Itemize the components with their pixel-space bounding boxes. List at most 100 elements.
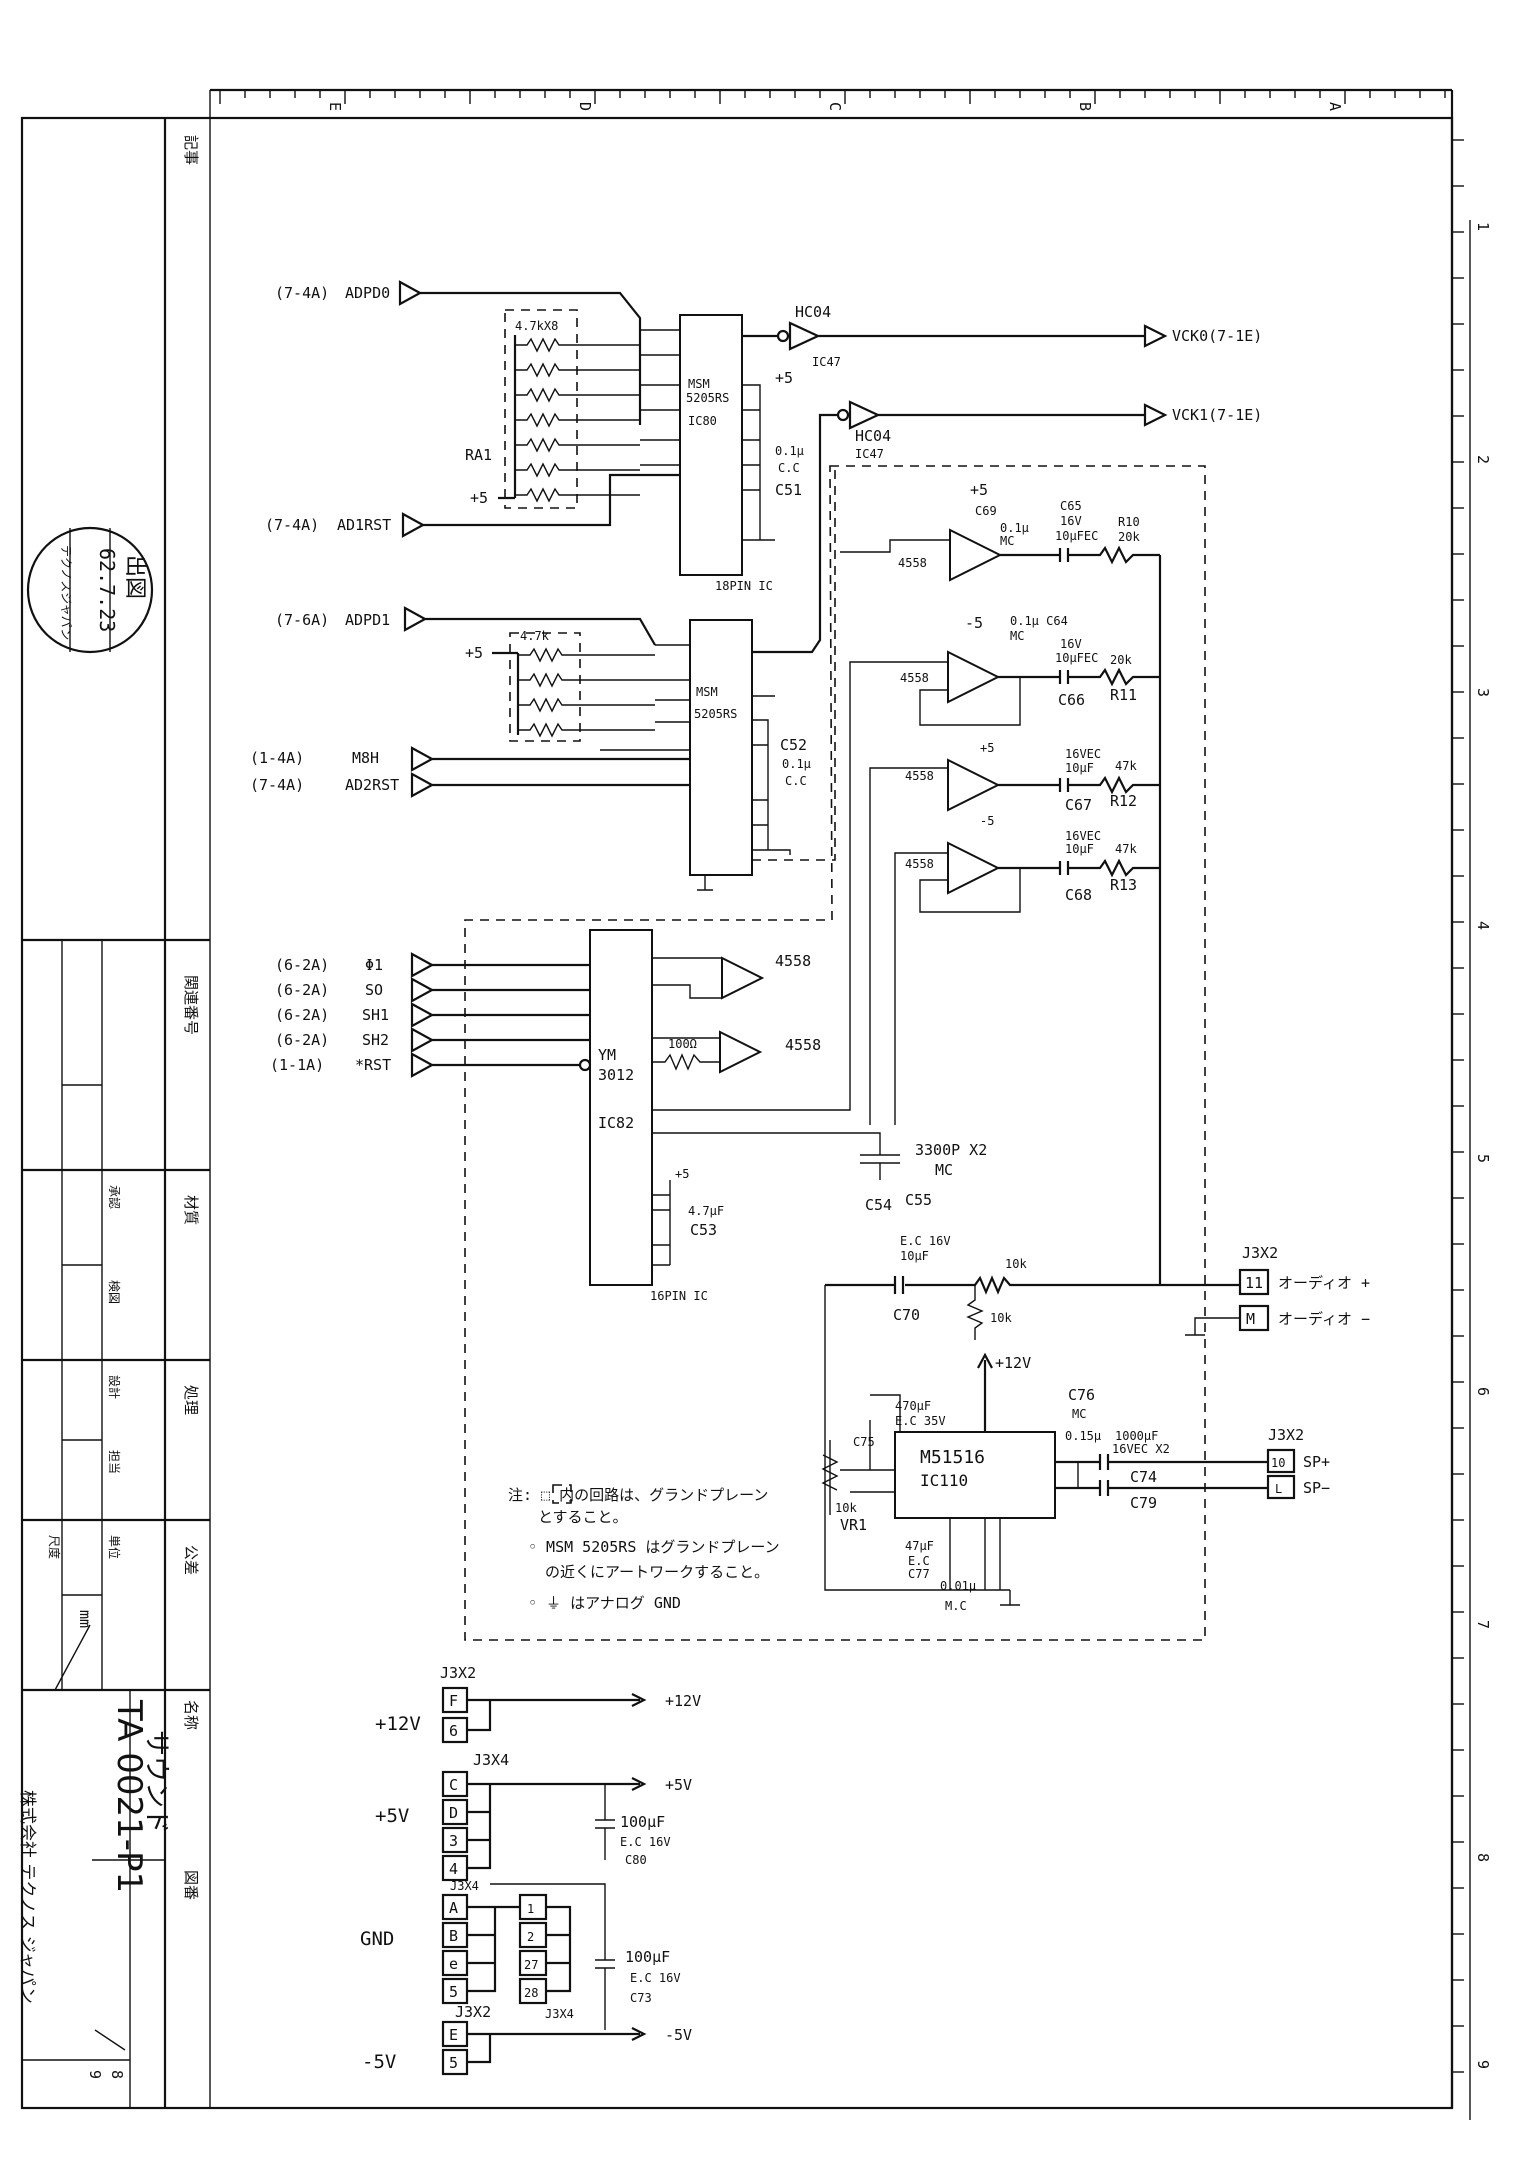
drawing-number: TA 0021-P1 [109, 1699, 149, 1893]
p5-pin-0: C [449, 1776, 458, 1794]
c53: +5 4.7μF C53 [652, 1167, 724, 1266]
unit-label: 単位 [107, 1535, 122, 1559]
p12-label: +12V [375, 1713, 421, 1735]
c69-type: MC [1000, 534, 1014, 548]
gnd-pin-2: e [449, 1955, 458, 1973]
zuban-label: 図番 [182, 1870, 200, 1900]
c75-val: 470μF [895, 1399, 931, 1413]
msm-pin-wiring: +5 0.1μ C.C C51 C52 0.1μ C.C [600, 329, 836, 891]
gnd-pin-0: A [449, 1899, 458, 1917]
r11-ref: R11 [1110, 686, 1137, 704]
c53-plus5: +5 [675, 1167, 689, 1181]
note-line-4: の近くにアートワークすること。 [545, 1563, 769, 1581]
note-line-5: ◦ ⏚ はアナログ GND [528, 1594, 681, 1612]
p5-pin-1: D [449, 1804, 458, 1822]
ic82-line2: 3012 [598, 1066, 634, 1084]
op1-plus5: +5 [970, 481, 988, 499]
top-ruler: E D C B A [210, 89, 1452, 111]
ic82-ym3012: YM 3012 IC82 16PIN IC [589, 929, 708, 1303]
p5-pin-2: 3 [449, 1832, 458, 1850]
c69-val: 0.1μ [1000, 521, 1029, 535]
adpd0-label: ADPD0 [345, 284, 390, 302]
ra1-plus5: +5 [470, 489, 488, 507]
title-block: 記事 関連番号 材質 処理 公差 名称 図番 サウンド TA 0021-P1 承… [17, 118, 210, 2108]
c52-ref: C52 [780, 736, 807, 754]
kosa-label: 公差 [182, 1545, 200, 1575]
ruler-number-7: 7 [1474, 1620, 1492, 1629]
check-label: 検図 [107, 1280, 121, 1304]
c76-ref: C76 [1068, 1386, 1095, 1404]
sh1-label: SH1 [362, 1006, 389, 1024]
resistor-array-box-1 [504, 309, 578, 509]
ruler-number-4: 4 [1474, 921, 1492, 930]
resistor [515, 412, 640, 428]
c77-type: E.C [908, 1554, 930, 1568]
c78-val: 0.01μ [940, 1579, 976, 1593]
ruler-number-3: 3 [1474, 688, 1492, 697]
opamp-ic97-a: 4558 C69 0.1μ MC +5 0.1μ C64 MC -5 C65 1… [840, 481, 1160, 643]
shori-label: 処理 [182, 1385, 200, 1415]
design-notes: 注: ⬚ 内の回路は、グランドプレーン とすること。 ◦ MSM 5205RS … [508, 1484, 780, 1612]
resistor [515, 337, 640, 353]
c74-ref: C74 [1130, 1468, 1157, 1486]
ym-opamp-1: 4558 [652, 952, 811, 1000]
c70-type: E.C 16V [900, 1234, 951, 1248]
c64-type: MC [1010, 629, 1024, 643]
audio-m-label: オーディオ − [1278, 1310, 1370, 1328]
vr1-ref: VR1 [840, 1516, 867, 1534]
gnd-pin-1: B [449, 1927, 458, 1945]
ym-op2-type: 4558 [785, 1036, 821, 1054]
gnd-header: J3X4 [450, 1879, 479, 1893]
ic80-line2: 5205RS [686, 391, 729, 405]
resistor-array-box-2 [509, 632, 581, 742]
adpd1-ref: (7-6A) [275, 611, 329, 629]
c79-ref: C79 [1130, 1494, 1157, 1512]
c80-val: 100μF [620, 1813, 665, 1831]
m8h-ref: (1-4A) [250, 749, 304, 767]
design-label: 設計 [107, 1375, 122, 1399]
sheet-number-top: 8 [108, 2070, 126, 2079]
stamp-date: 62.7.23 [95, 548, 119, 632]
drawing-name: サウンド [141, 1730, 171, 1834]
op2-type: 4558 [900, 671, 929, 685]
ic80-plus5: +5 [775, 369, 793, 387]
ruler-letter-c: C [826, 102, 844, 111]
op3-plus5: +5 [980, 741, 994, 755]
c55-ref: C55 [905, 1191, 932, 1209]
c74c79-val: 1000μF [1115, 1429, 1158, 1443]
audio-p-label: オーディオ + [1278, 1274, 1370, 1292]
r12-val: 47k [1115, 759, 1137, 773]
c68-volt: 16VEC [1065, 829, 1101, 843]
gnd-pin-3: 5 [449, 1983, 458, 2001]
sheet-border [20, 88, 1471, 2120]
pkg-18pin: 18PIN IC [715, 579, 773, 593]
hc04-inverter-1: HC04 IC47 VCK0(7-1E) [742, 303, 1262, 369]
m5-label: -5V [362, 2051, 396, 2073]
c54-ref: C54 [865, 1196, 892, 1214]
stamp-bottom: テクノスジャパン [59, 545, 73, 640]
m5-out: -5V [665, 2026, 692, 2044]
ym-opamp-2: 4558 100Ω [652, 1030, 821, 1074]
op3-minus5: -5 [980, 814, 994, 828]
c54c55-val: 3300P X2 [915, 1141, 987, 1159]
zairyo-label: 材質 [182, 1195, 200, 1225]
c67-ref: C67 [1065, 796, 1092, 814]
vck1-label: VCK1(7-1E) [1172, 406, 1262, 424]
input-signals: (7-4A) ADPD0 (7-4A) AD1RST (7-6A) ADPD1 … [250, 280, 690, 1078]
ra2-plus5: +5 [465, 644, 483, 662]
c65-val: 10μFEC [1055, 529, 1098, 543]
ic81-line1: MSM [696, 685, 718, 699]
c54-c55: 3300P X2 MC C54 C55 [652, 1132, 987, 1214]
c70-ref: C70 [893, 1306, 920, 1324]
adirst-ref: (7-4A) [265, 516, 319, 534]
m5-pin-0: E [449, 2026, 458, 2044]
hc04b-type: HC04 [855, 427, 891, 445]
scale-label: 尺度 [47, 1535, 62, 1559]
gnd2-pin-1: 2 [527, 1930, 534, 1944]
c78-type: M.C [945, 1599, 967, 1613]
ic110-m51516: M51516 IC110 [894, 1431, 1056, 1519]
op3-type: 4558 [905, 769, 934, 783]
resistor-array-2: 4.7k +5 [465, 629, 655, 738]
r10k-b: 10k [990, 1311, 1012, 1325]
c74c79-type: 16VEC X2 [1112, 1442, 1170, 1456]
